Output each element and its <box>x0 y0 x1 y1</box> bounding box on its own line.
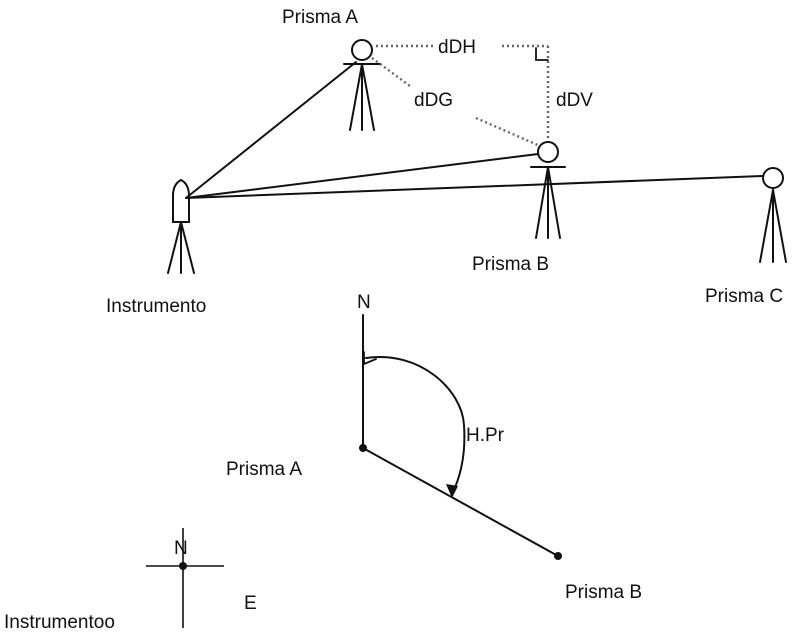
compass-instrument-label: Instrumentoo <box>4 612 115 633</box>
bottom-prism-b-label: Prisma B <box>565 582 643 603</box>
dDV-label: dDV <box>556 90 593 111</box>
instrument-tripod <box>167 178 195 274</box>
prism-c-label: Prisma C <box>705 286 784 307</box>
angle-label: H.Pr <box>466 425 504 446</box>
prism-b-tripod <box>530 141 566 239</box>
prism-a-tripod <box>343 39 381 131</box>
instrument-label: Instrumento <box>106 296 207 317</box>
dDG-label: dDG <box>414 90 454 111</box>
compass-cross <box>146 528 224 628</box>
compass-east-label: E <box>244 593 257 614</box>
dDV-line <box>535 46 550 140</box>
prism-b-label: Prisma B <box>472 254 550 275</box>
bottom-prism-a-label: Prisma A <box>226 459 303 480</box>
prism-a-label: Prisma A <box>282 7 359 28</box>
prism-c-tripod <box>759 167 787 263</box>
north-label: N <box>357 292 371 313</box>
dDH-label: dDH <box>438 37 477 58</box>
dDG-line <box>371 57 541 148</box>
prism-a-to-b-line <box>359 444 562 560</box>
compass-north-label: N <box>174 538 188 559</box>
angle-arc <box>363 351 466 498</box>
sight-lines <box>185 61 763 199</box>
